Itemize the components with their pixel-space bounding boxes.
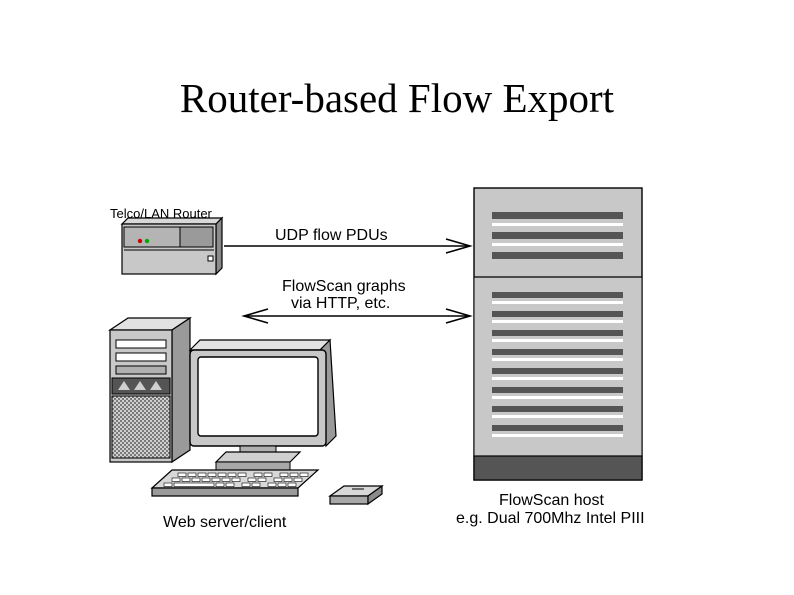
http-bidirectional-arrow (241, 308, 473, 324)
flowscan-host-server-icon (473, 187, 643, 481)
slide-title: Router-based Flow Export (179, 75, 615, 121)
host-label-line2: e.g. Dual 700Mhz Intel PIII (456, 510, 645, 527)
web-client-label: Web server/client (163, 514, 287, 531)
host-label-line1: FlowScan host (499, 492, 604, 509)
udp-arrow-label: UDP flow PDUs (275, 227, 388, 244)
router-icon (120, 216, 224, 276)
http-arrow-label-line1: FlowScan graphs (282, 278, 406, 295)
http-arrow-label-line2: via HTTP, etc. (291, 295, 391, 312)
router-label: Telco/LAN Router (110, 206, 212, 221)
udp-flow-arrow (224, 238, 473, 254)
web-client-computer-icon (108, 316, 384, 506)
